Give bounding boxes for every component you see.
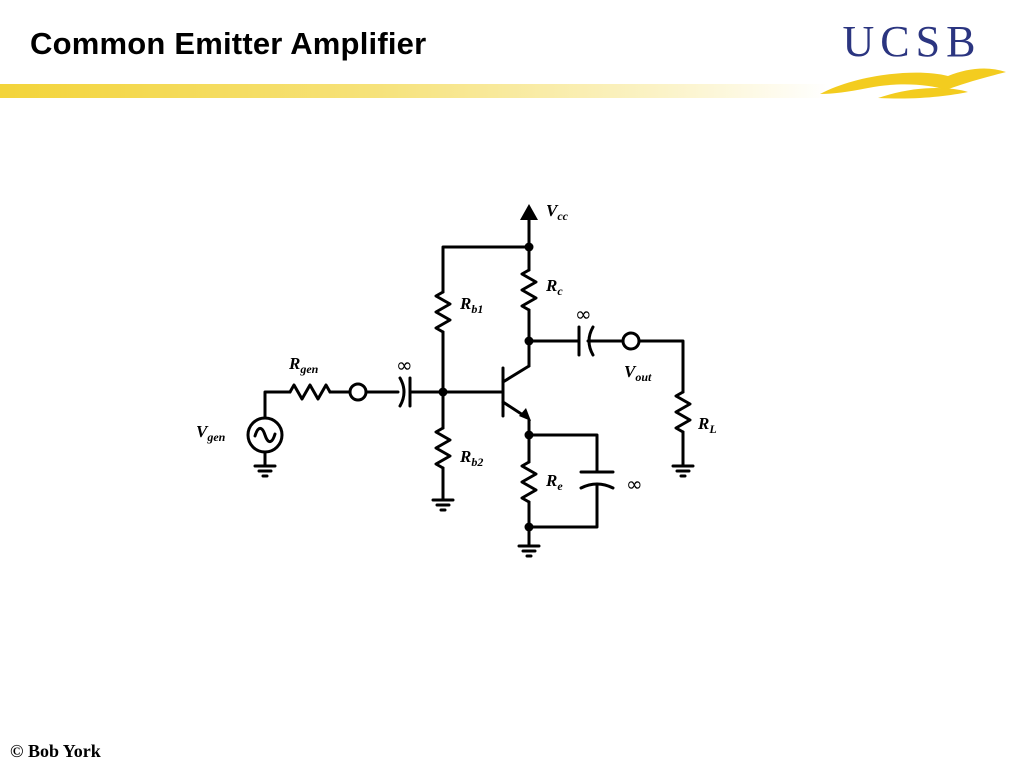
top-rail-wire bbox=[441, 245, 531, 277]
rgen-resistor bbox=[288, 383, 332, 401]
ground-icon bbox=[431, 498, 455, 512]
output-cap-value: ∞ bbox=[575, 302, 592, 326]
ucsb-logo: UCSB bbox=[818, 16, 1008, 100]
copyright-footer: © Bob York bbox=[10, 741, 101, 761]
junction-dot bbox=[438, 387, 448, 397]
vgen-top-wire bbox=[263, 390, 292, 420]
rb1-label: Rb1 bbox=[459, 294, 483, 316]
vout-label: Vout bbox=[624, 362, 652, 384]
ground-icon bbox=[253, 464, 277, 478]
input-cap-value: ∞ bbox=[396, 353, 413, 377]
sine-wave-icon bbox=[253, 426, 277, 444]
title-bar bbox=[0, 84, 830, 98]
junction-dot bbox=[524, 522, 534, 532]
logo-swoosh-icon bbox=[820, 68, 1006, 99]
rgen-label: Rgen bbox=[288, 354, 319, 376]
rc-resistor bbox=[520, 268, 538, 312]
bypass-cap-value: ∞ bbox=[626, 472, 643, 496]
rl-label: RL bbox=[697, 414, 717, 436]
bypass-bottom-wire bbox=[527, 482, 599, 529]
re-label: Re bbox=[545, 471, 563, 493]
rc-label: Rc bbox=[545, 276, 563, 298]
logo-text: UCSB bbox=[842, 17, 982, 66]
junction-dot bbox=[524, 430, 534, 440]
rb1-resistor bbox=[434, 290, 452, 334]
emitter-arrow-icon bbox=[519, 408, 531, 421]
rb2-label: Rb2 bbox=[459, 447, 483, 469]
vout-terminal bbox=[621, 331, 641, 351]
rb2-resistor bbox=[434, 426, 452, 470]
junction-dot bbox=[524, 336, 534, 346]
bypass-top-wire bbox=[527, 433, 599, 474]
bjt-collector bbox=[501, 364, 531, 384]
rl-resistor bbox=[674, 390, 692, 434]
vcc-arrow-icon bbox=[520, 204, 538, 220]
vcc-label: Vcc bbox=[546, 201, 569, 223]
vgen-label: Vgen bbox=[196, 422, 226, 444]
slide-title: Common Emitter Amplifier bbox=[30, 26, 427, 61]
vin-terminal bbox=[348, 382, 368, 402]
re-resistor bbox=[520, 460, 538, 504]
junction-dot bbox=[524, 242, 534, 252]
input-cap-plate-left bbox=[398, 376, 406, 408]
ground-icon bbox=[517, 544, 541, 558]
ground-icon bbox=[671, 464, 695, 478]
output-wire-right bbox=[637, 339, 685, 394]
